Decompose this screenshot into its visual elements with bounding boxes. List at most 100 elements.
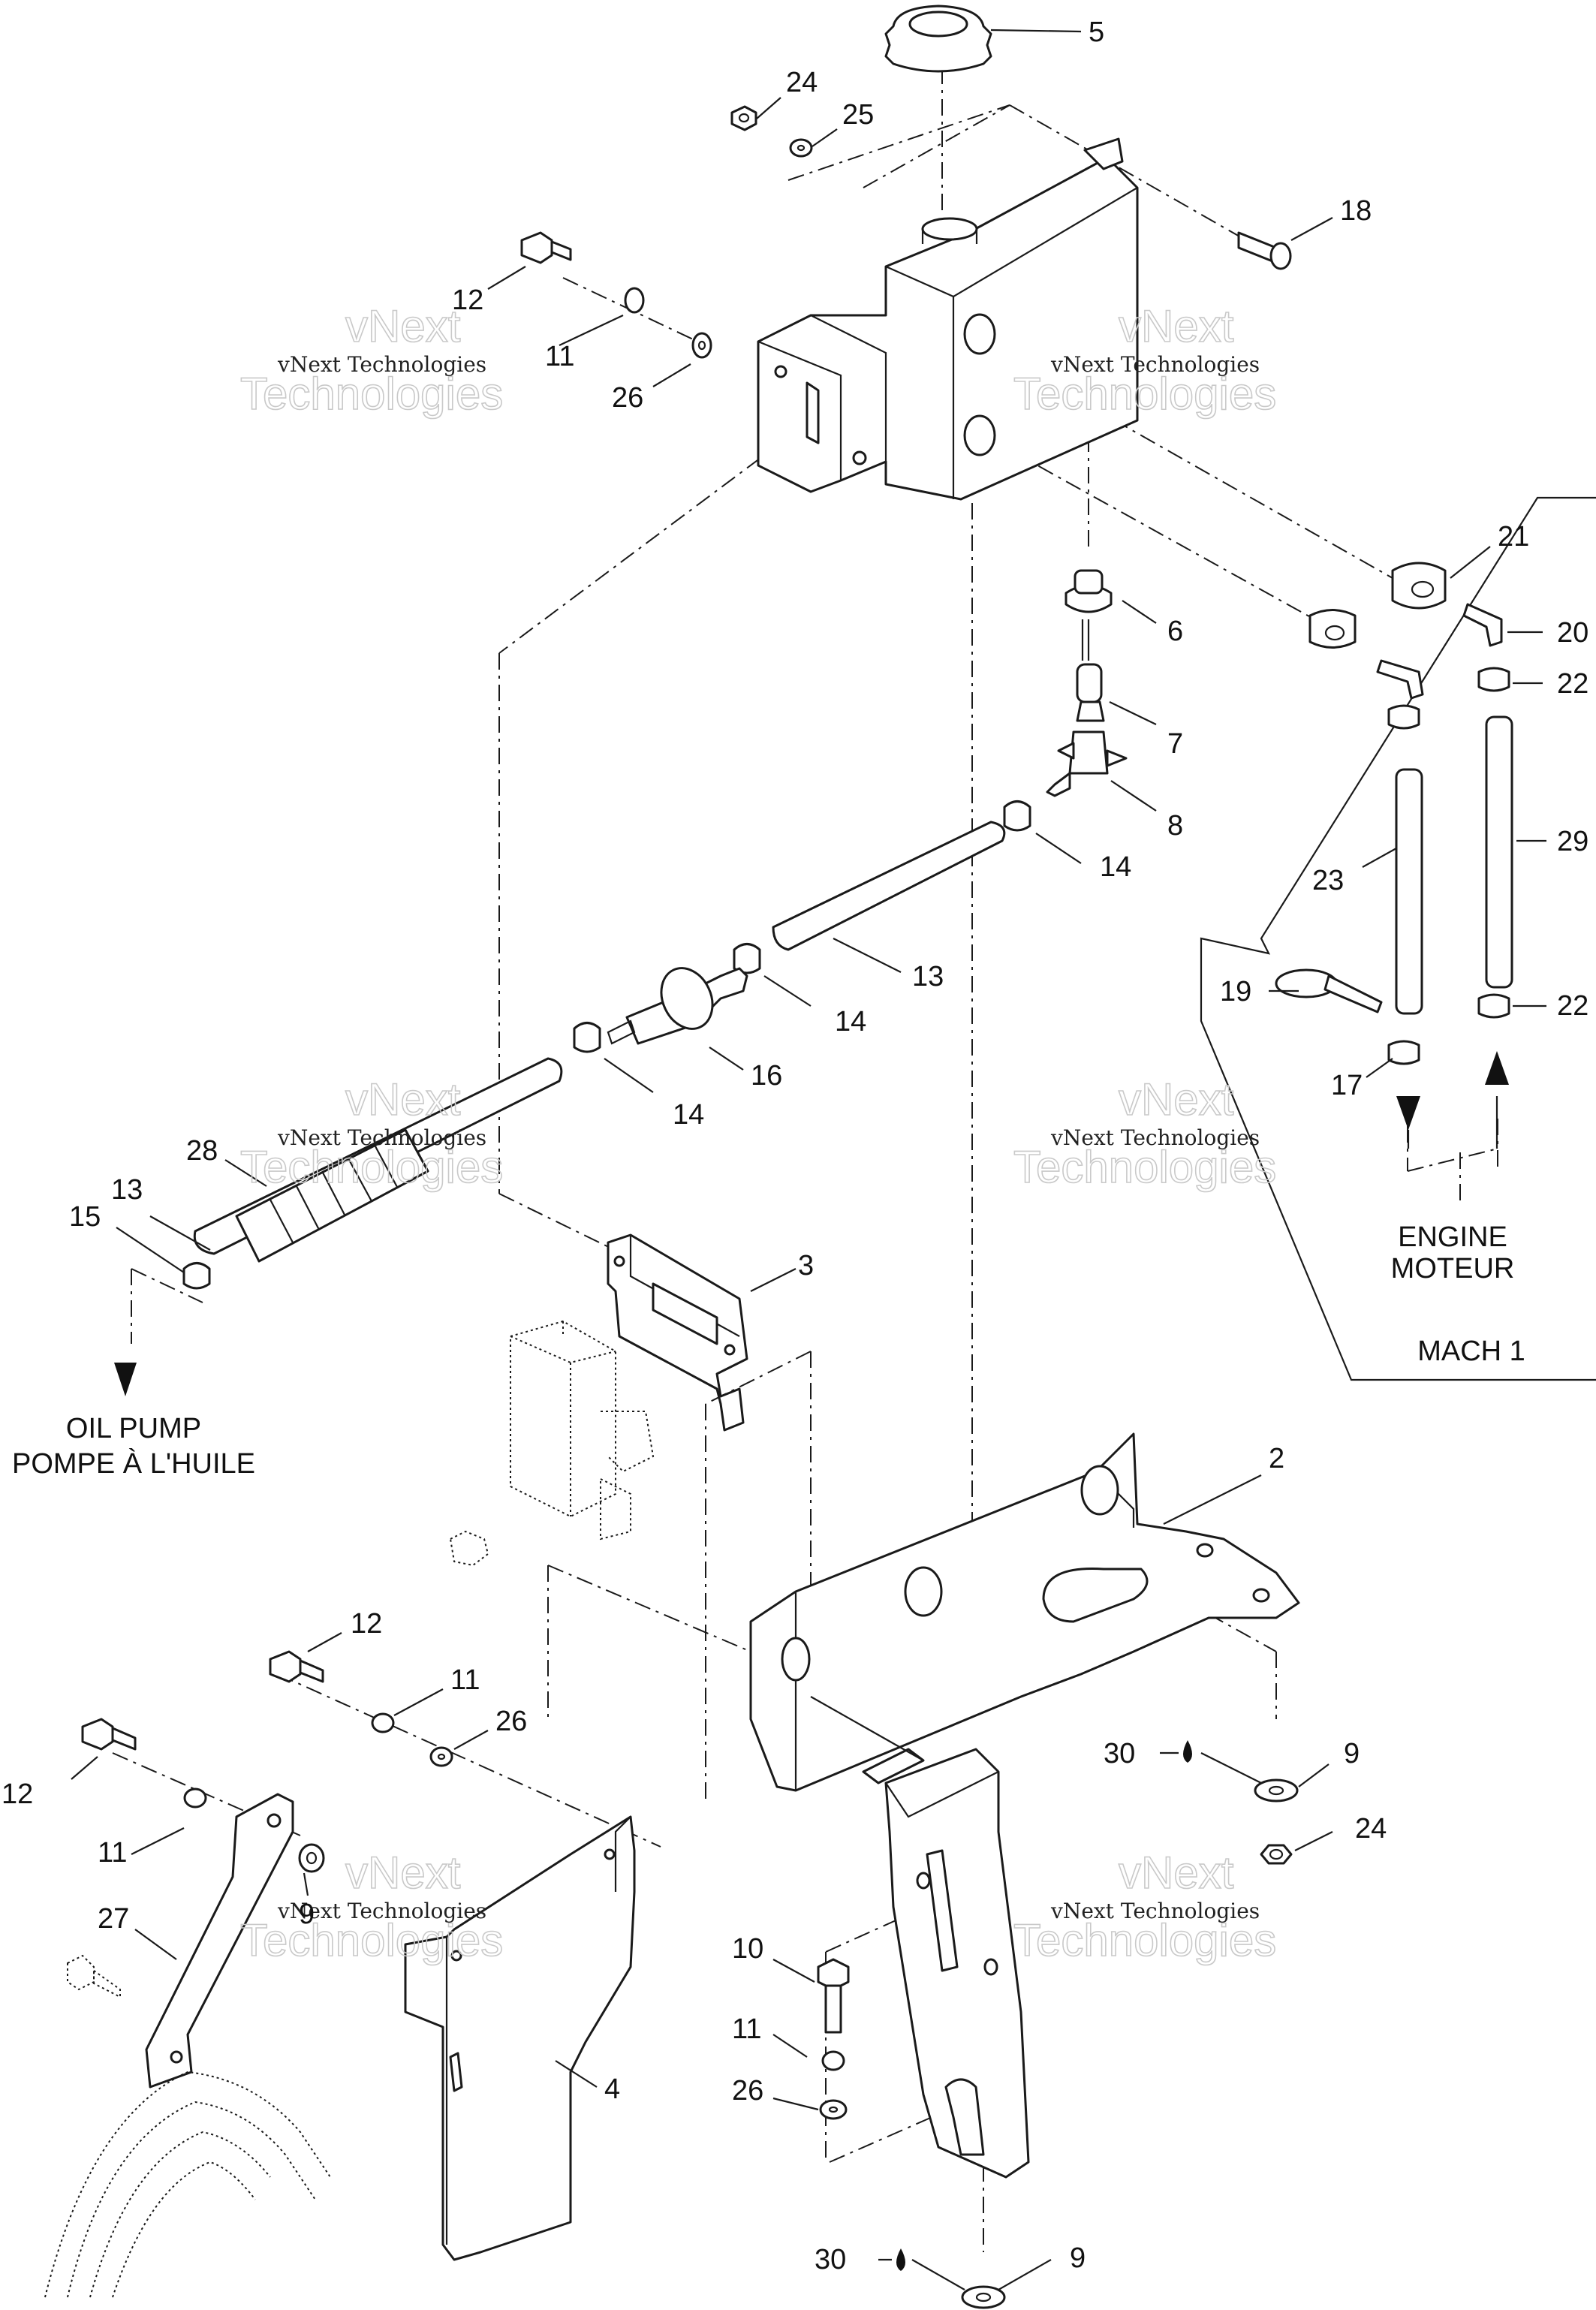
callout-26: 26 xyxy=(732,2075,763,2107)
hose-23 xyxy=(1395,768,1423,1015)
svg-text:vNext: vNext xyxy=(1119,1074,1234,1125)
callout-23: 23 xyxy=(1312,865,1344,896)
svg-text:Technologies: Technologies xyxy=(1013,1142,1276,1192)
clamp-15 xyxy=(182,1262,211,1290)
grommet-21-a xyxy=(1391,562,1447,610)
washer-26-bottom xyxy=(819,2099,848,2120)
callout-12: 12 xyxy=(351,1608,382,1640)
nut-24-right xyxy=(1260,1844,1293,1865)
callout-9: 9 xyxy=(1344,1738,1360,1769)
svg-text:vNext Technologies: vNext Technologies xyxy=(277,1899,486,1923)
svg-text:vNext Technologies: vNext Technologies xyxy=(1050,1899,1260,1923)
svg-text:Technologies: Technologies xyxy=(240,369,503,419)
callout-26: 26 xyxy=(612,382,643,414)
clamp-22-c xyxy=(1477,993,1510,1019)
callout-2: 2 xyxy=(1269,1443,1284,1474)
sensor-7 xyxy=(1076,663,1105,722)
callout-14: 14 xyxy=(673,1099,704,1131)
clamp-14-a xyxy=(1003,800,1031,832)
fitting-8 xyxy=(1046,730,1128,797)
callout-14: 14 xyxy=(1100,851,1131,883)
oil-pump-label: OIL PUMP xyxy=(66,1413,201,1444)
callout-13: 13 xyxy=(912,961,944,992)
callout-18: 18 xyxy=(1340,195,1372,227)
callout-14: 14 xyxy=(835,1006,866,1038)
callout-8: 8 xyxy=(1167,810,1183,842)
engine-label-fr: MOTEUR xyxy=(1391,1253,1515,1285)
callout-12: 12 xyxy=(452,285,483,316)
callout-30: 30 xyxy=(1104,1738,1135,1769)
svg-text:vNext: vNext xyxy=(1119,301,1234,351)
svg-text:Technologies: Technologies xyxy=(1013,369,1276,419)
elbow-20-a xyxy=(1462,603,1503,647)
engine-feed-arrow xyxy=(1396,1096,1420,1130)
washer-26-top xyxy=(691,332,712,359)
nut-24-top xyxy=(730,105,757,131)
callout-6: 6 xyxy=(1167,616,1183,647)
oil-pump-label-fr: POMPE À L'HUILE xyxy=(12,1447,255,1480)
washer-9-left xyxy=(298,1843,325,1873)
callout-30: 30 xyxy=(815,2244,846,2275)
strap-27 xyxy=(145,1793,294,2089)
oil-tank xyxy=(757,137,1139,501)
phantom-oil-injector xyxy=(449,1320,655,1567)
protector-sleeve-28 xyxy=(235,1128,429,1263)
svg-text:vNext Technologies: vNext Technologies xyxy=(277,352,486,377)
svg-text:vNext: vNext xyxy=(1119,1848,1234,1898)
watermark: vNext Technologies vNext Technologies xyxy=(239,1074,504,1193)
callout-4: 4 xyxy=(604,2074,620,2105)
washer-11-top xyxy=(624,287,645,314)
bolt-12-top xyxy=(520,231,572,264)
mounting-plate-4 xyxy=(404,1815,636,2261)
svg-text:Technologies: Technologies xyxy=(1013,1915,1276,1965)
callout-3: 3 xyxy=(798,1250,814,1281)
phantom-bolt xyxy=(67,1954,121,1998)
callout-22: 22 xyxy=(1557,668,1588,700)
callout-27: 27 xyxy=(98,1903,129,1935)
callout-leader-lines xyxy=(71,29,1546,2290)
variant-label: MACH 1 xyxy=(1417,1336,1525,1367)
callout-11: 11 xyxy=(545,341,574,372)
engine-label: ENGINE xyxy=(1398,1221,1507,1253)
callout-9: 9 xyxy=(1070,2242,1086,2274)
watermark: vNext Technologies vNext Technologies xyxy=(239,1847,504,1966)
washer-9-bottom xyxy=(961,2285,1006,2309)
callout-24: 24 xyxy=(786,67,818,98)
oil-pump-arrow xyxy=(114,1363,137,1396)
bolt-12-left xyxy=(81,1718,137,1751)
lubricant-drop-icon xyxy=(896,2248,905,2271)
watermark: vNext Technologies vNext Technologies xyxy=(1013,1074,1277,1193)
callouts: 5 24 25 18 12 11 26 21 20 22 6 7 8 14 29… xyxy=(2,17,1588,2275)
bolt-10 xyxy=(817,1958,850,2034)
callout-29: 29 xyxy=(1557,826,1588,857)
callout-13: 13 xyxy=(111,1174,143,1206)
svg-text:Technologies: Technologies xyxy=(240,1915,503,1965)
callout-5: 5 xyxy=(1089,17,1104,48)
engine-return-arrow xyxy=(1485,1051,1509,1085)
washer-9-right xyxy=(1254,1778,1299,1803)
watermark: vNext Technologies vNext Technologies xyxy=(1013,1847,1277,1966)
watermark: vNext Technologies vNext Technologies xyxy=(239,300,504,420)
washer-26-middle xyxy=(429,1746,453,1767)
clamp-22-b xyxy=(1387,704,1420,730)
svg-text:vNext: vNext xyxy=(345,1074,461,1125)
callout-25: 25 xyxy=(842,99,874,131)
callout-11: 11 xyxy=(450,1664,480,1696)
callout-22: 22 xyxy=(1557,990,1588,1022)
svg-text:vNext: vNext xyxy=(345,1848,461,1898)
hose-29 xyxy=(1485,715,1513,989)
callout-10: 10 xyxy=(732,1933,763,1965)
phantom-engine-part xyxy=(44,2071,331,2298)
svg-text:vNext: vNext xyxy=(345,301,461,351)
fuel-filter-16 xyxy=(607,967,748,1045)
svg-text:vNext Technologies: vNext Technologies xyxy=(1050,1125,1260,1150)
callout-16: 16 xyxy=(751,1060,782,1092)
callout-11: 11 xyxy=(732,2013,761,2045)
washer-11-bottom xyxy=(821,2050,845,2071)
mach1-boundary-line xyxy=(1200,496,1596,1381)
callout-28: 28 xyxy=(186,1135,218,1167)
labels: OIL PUMP POMPE À L'HUILE ENGINE MOTEUR M… xyxy=(12,1221,1525,1480)
watermark: vNext Technologies vNext Technologies xyxy=(1013,300,1277,420)
svg-text:vNext Technologies: vNext Technologies xyxy=(277,1125,486,1150)
lubricant-drop-icon xyxy=(1183,1740,1192,1763)
